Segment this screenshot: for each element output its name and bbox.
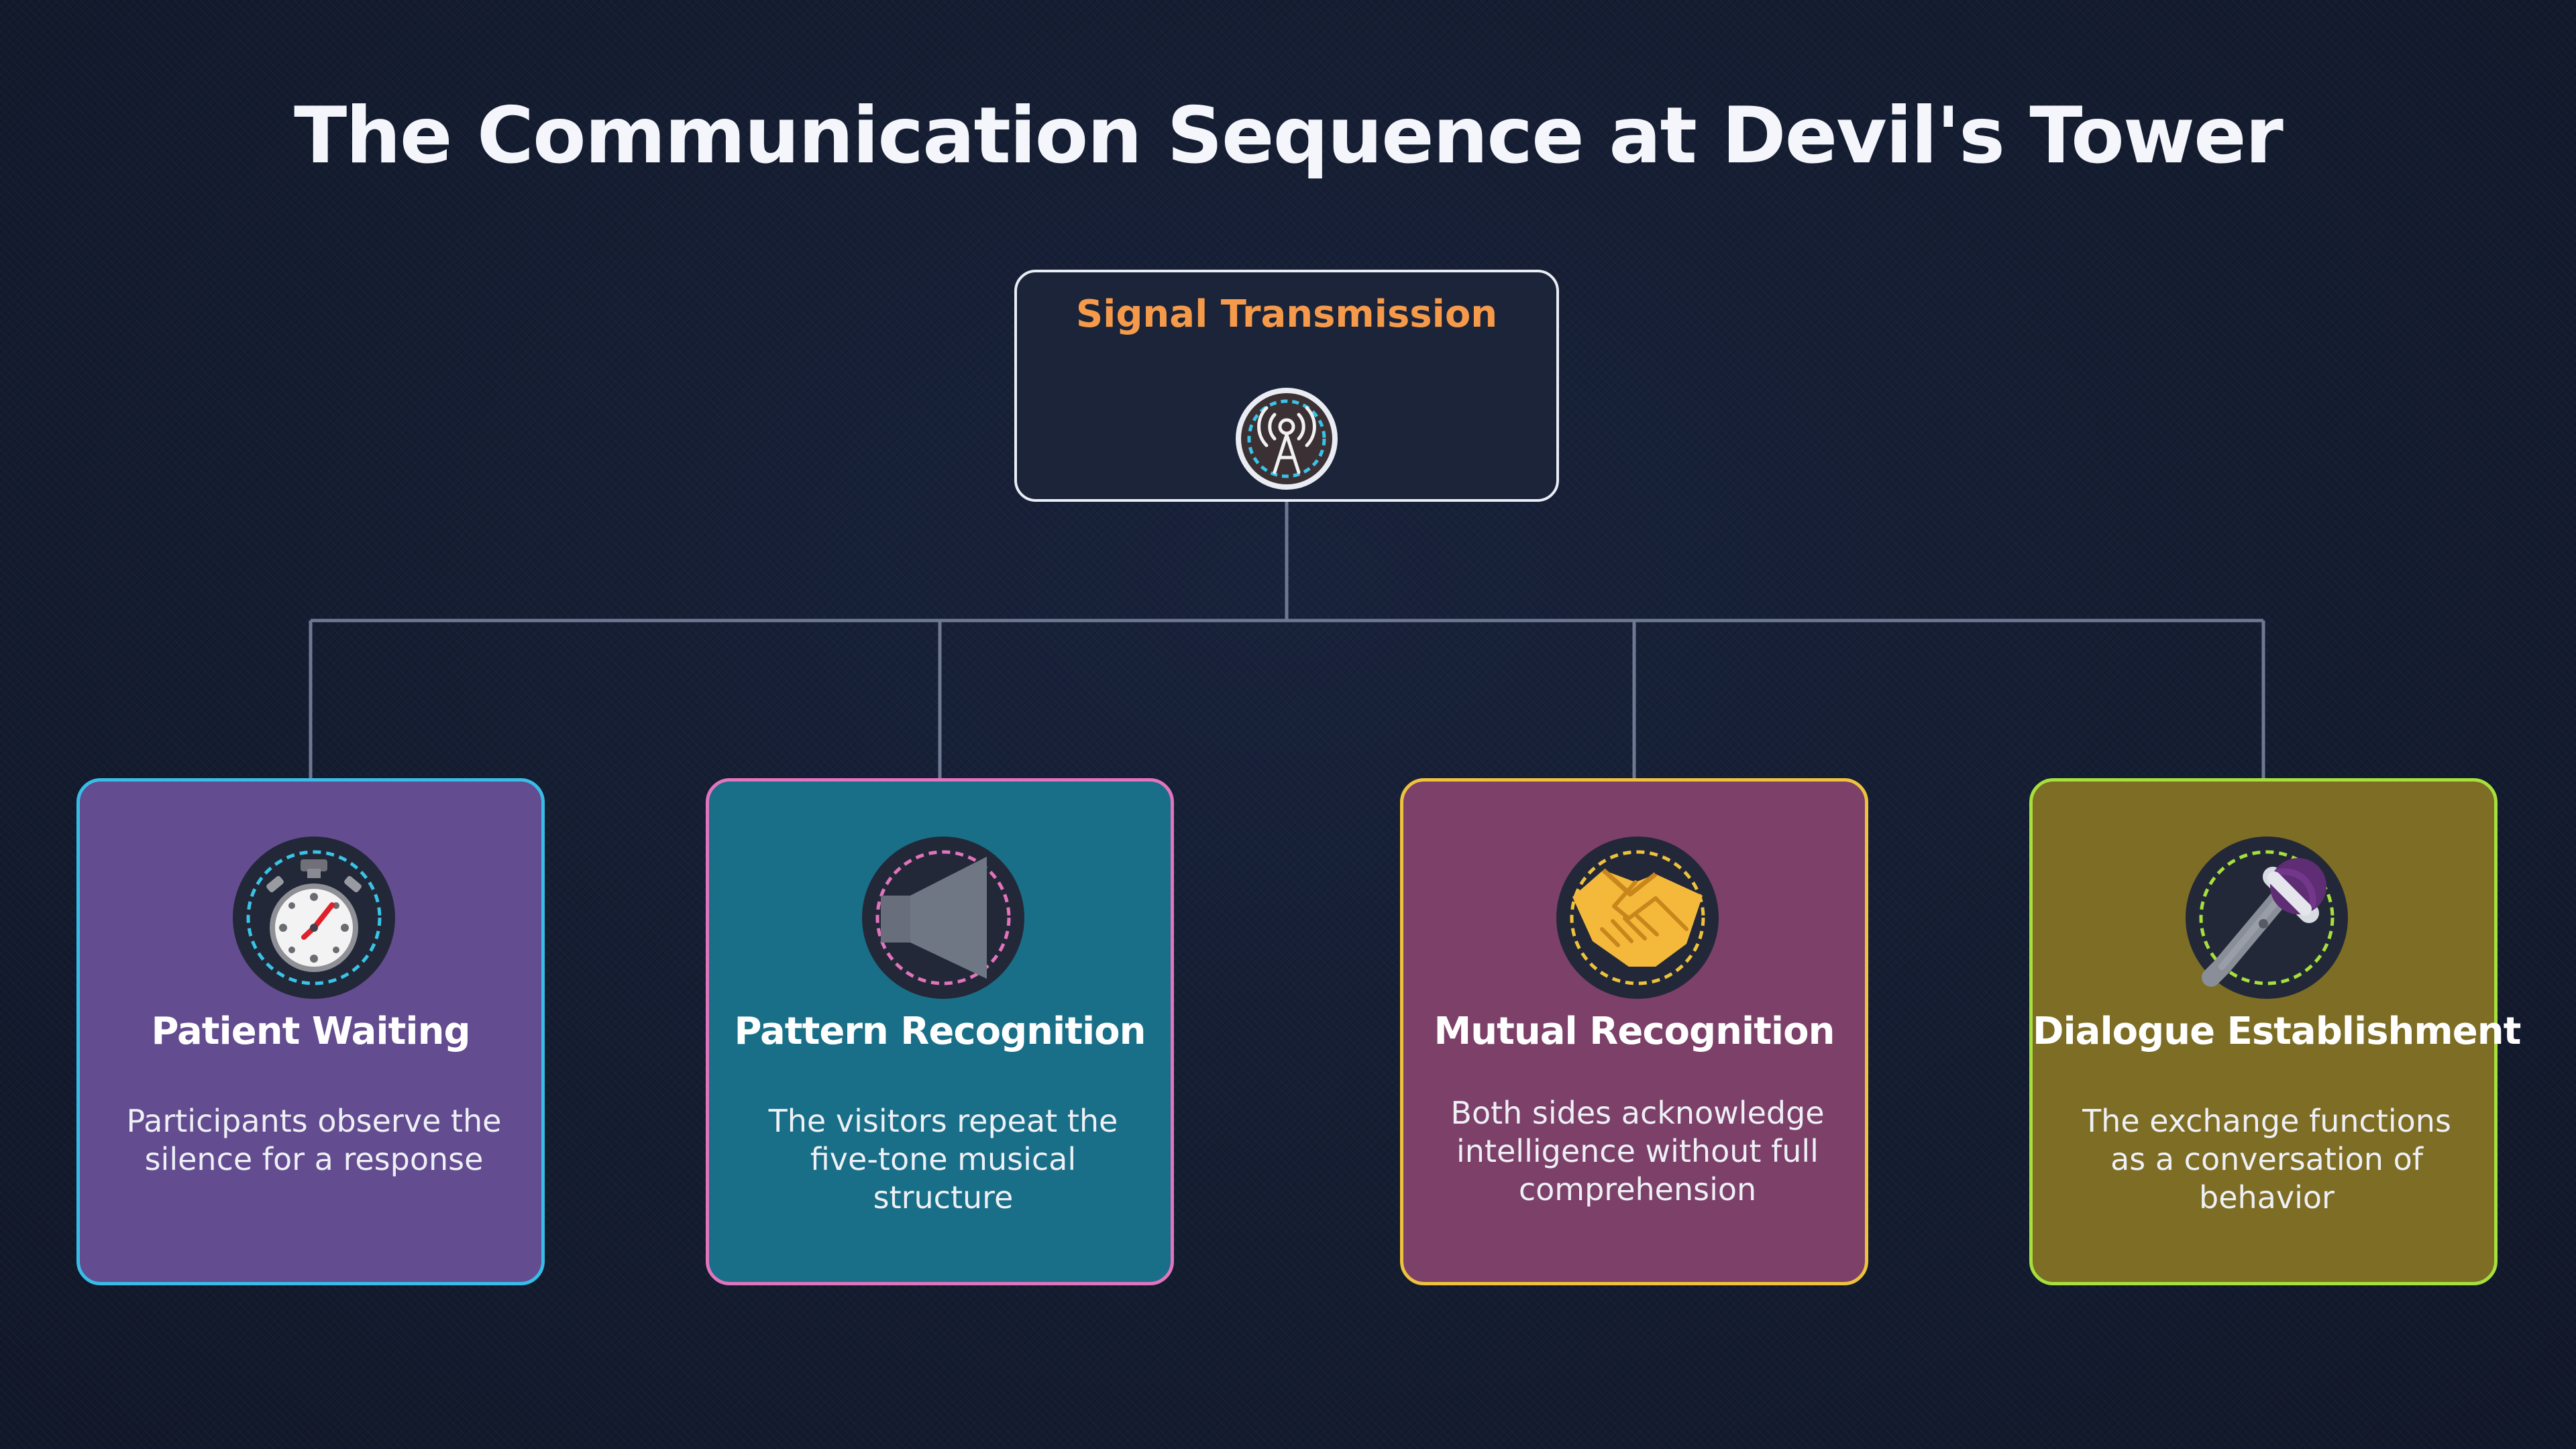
node-title: Mutual Recognition	[1434, 1010, 1835, 1053]
diagram-title: The Communication Sequence at Devil's To…	[294, 91, 2284, 181]
stopwatch-icon	[233, 837, 395, 999]
node-mutual-recognition: Mutual Recognition Both sides acknowledg…	[1400, 778, 1868, 1285]
root-node-label: Signal Transmission	[1075, 292, 1498, 336]
antenna-icon	[1236, 388, 1338, 490]
speaker-icon	[862, 837, 1024, 999]
root-node-signal-transmission: Signal Transmission	[1014, 270, 1559, 502]
node-title: Pattern Recognition	[734, 1010, 1146, 1053]
node-dialogue-establishment: Dialogue Establishment The exchange func…	[2029, 778, 2521, 1285]
node-patient-waiting: Patient Waiting Participants observe the…	[76, 778, 545, 1285]
handshake-icon	[1556, 837, 1719, 999]
node-description: Participants observe the silence for a r…	[126, 1103, 502, 1177]
node-title: Patient Waiting	[151, 1010, 470, 1053]
node-description: The exchange functions as a conversation…	[2082, 1103, 2451, 1216]
node-description: Both sides acknowledge intelligence with…	[1450, 1095, 1825, 1208]
node-title: Dialogue Establishment	[2033, 1010, 2521, 1053]
node-pattern-recognition: Pattern Recognition The visitors repeat …	[706, 778, 1174, 1285]
node-description: The visitors repeat the five-tone musica…	[768, 1103, 1118, 1216]
microphone-icon	[2186, 837, 2348, 999]
